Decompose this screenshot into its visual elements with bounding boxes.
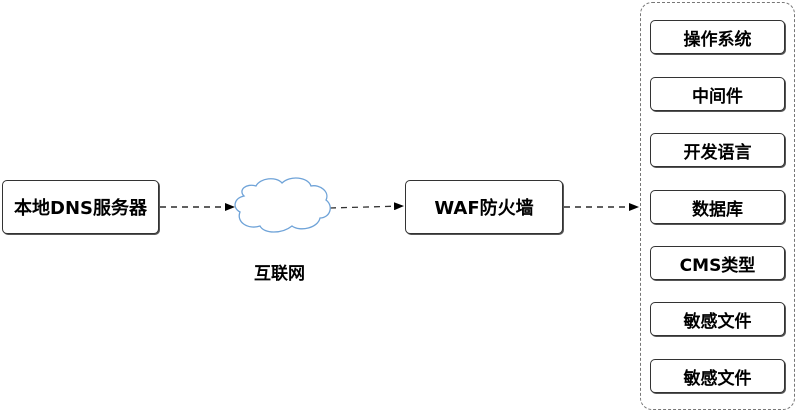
cloud-icon	[234, 177, 331, 233]
target-item-cms: CMS类型	[650, 246, 785, 280]
target-item-database: 数据库	[650, 190, 785, 224]
target-item-label: 开发语言	[683, 142, 752, 163]
target-item-os: 操作系统	[650, 20, 785, 54]
target-item-label: 敏感文件	[683, 311, 752, 332]
dns-server-label: 本地DNS服务器	[14, 198, 147, 219]
target-item-sensitive-files-1: 敏感文件	[650, 302, 785, 336]
target-item-middleware: 中间件	[650, 77, 785, 111]
arrow-internet-to-waf	[329, 202, 404, 211]
target-item-label: 操作系统	[683, 29, 752, 50]
waf-node: WAF防火墙	[405, 180, 563, 234]
target-item-label: CMS类型	[679, 255, 756, 276]
target-item-label: 数据库	[692, 199, 743, 220]
target-info-container	[640, 2, 795, 410]
waf-label: WAF防火墙	[434, 198, 534, 219]
target-item-label: 中间件	[692, 86, 743, 107]
target-item-sensitive-files-2: 敏感文件	[650, 359, 785, 393]
dns-server-node: 本地DNS服务器	[2, 180, 159, 234]
target-item-language: 开发语言	[650, 133, 785, 167]
target-item-label: 敏感文件	[683, 368, 752, 389]
internet-label: 互联网	[254, 264, 305, 284]
